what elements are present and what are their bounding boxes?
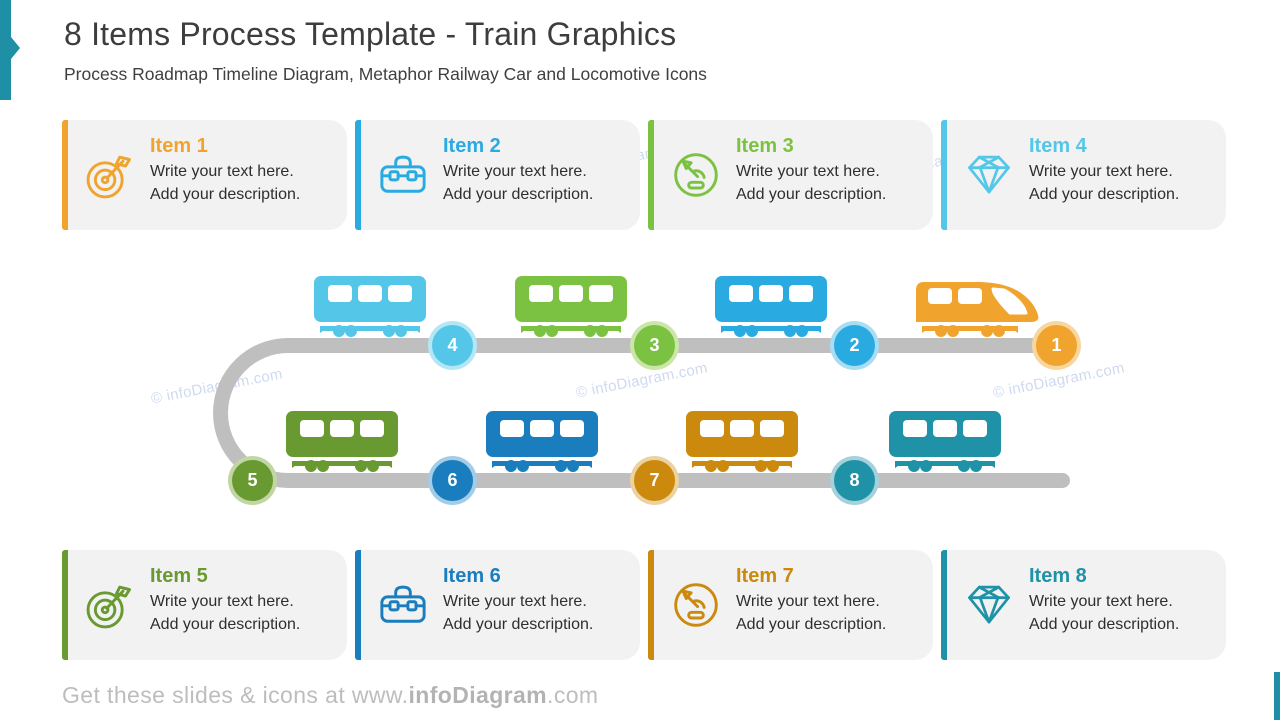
item-1-card: Item 1 Write your text here. Add your de… [62, 120, 347, 230]
item-title: Item 1 [150, 135, 208, 157]
card-accent-bar [941, 120, 947, 230]
bottom-cards-row: Item 5 Write your text here. Add your de… [62, 550, 1226, 660]
item-text-line: Add your description. [736, 185, 887, 203]
railway-car-7 [685, 411, 799, 473]
item-title: Item 7 [736, 565, 794, 587]
item-title: Item 3 [736, 135, 794, 157]
page-title: 8 Items Process Template - Train Graphic… [64, 16, 677, 52]
item-text-line: Write your text here. [150, 593, 294, 610]
railway-track-end [1050, 473, 1070, 488]
railway-car-2 [714, 276, 828, 338]
station-8-badge: 8 [834, 460, 875, 501]
footer-prefix: Get these slides & icons at www. [62, 682, 409, 708]
item-text-line: Write your text here. [1029, 593, 1173, 610]
item-text-line: Add your description. [736, 615, 887, 633]
item-title: Item 5 [150, 565, 208, 587]
speedometer-icon [670, 149, 722, 201]
card-accent-bar [648, 120, 654, 230]
item-text-line: Write your text here. [1029, 163, 1173, 180]
toolbox-icon [377, 579, 429, 631]
railway-car-4 [313, 276, 427, 338]
item-3-card: Item 3 Write your text here. Add your de… [648, 120, 933, 230]
page-subtitle: Process Roadmap Timeline Diagram, Metaph… [64, 64, 707, 84]
locomotive-1 [915, 276, 1041, 338]
corner-accent-bar [1274, 672, 1280, 720]
footer-suffix: .com [547, 682, 599, 708]
station-1-badge: 1 [1036, 325, 1077, 366]
target-arrow-icon [84, 149, 136, 201]
item-2-card: Item 2 Write your text here. Add your de… [355, 120, 640, 230]
item-title: Item 2 [443, 135, 501, 157]
item-text-line: Add your description. [150, 615, 301, 633]
footer-promo-link[interactable]: Get these slides & icons at www.infoDiag… [62, 682, 599, 709]
item-text-line: Write your text here. [443, 593, 587, 610]
diamond-icon [963, 149, 1015, 201]
item-6-card: Item 6 Write your text here. Add your de… [355, 550, 640, 660]
toolbox-icon [377, 149, 429, 201]
station-5-badge: 5 [232, 460, 273, 501]
card-accent-bar [62, 120, 68, 230]
speedometer-icon [670, 579, 722, 631]
item-text-line: Add your description. [443, 185, 594, 203]
railway-car-3 [514, 276, 628, 338]
item-text-line: Add your description. [443, 615, 594, 633]
item-text-line: Add your description. [150, 185, 301, 203]
item-7-card: Item 7 Write your text here. Add your de… [648, 550, 933, 660]
item-title: Item 8 [1029, 565, 1087, 587]
target-arrow-icon [84, 579, 136, 631]
item-text-line: Add your description. [1029, 615, 1180, 633]
railway-car-5 [285, 411, 399, 473]
station-4-badge: 4 [432, 325, 473, 366]
item-text-line: Write your text here. [736, 593, 880, 610]
train-track-diagram: © infoDiagram.com © infoDiagram.com © in… [0, 250, 1280, 530]
diamond-icon [963, 579, 1015, 631]
station-2-badge: 2 [834, 325, 875, 366]
card-accent-bar [355, 120, 361, 230]
item-text-line: Write your text here. [150, 163, 294, 180]
item-text-line: Write your text here. [736, 163, 880, 180]
station-6-badge: 6 [432, 460, 473, 501]
title-accent-bar [0, 0, 11, 100]
item-text-line: Add your description. [1029, 185, 1180, 203]
card-accent-bar [62, 550, 68, 660]
item-4-card: Item 4 Write your text here. Add your de… [941, 120, 1226, 230]
item-text-line: Write your text here. [443, 163, 587, 180]
card-accent-bar [355, 550, 361, 660]
item-title: Item 6 [443, 565, 501, 587]
footer-brand: infoDiagram [408, 682, 548, 708]
chevron-right-icon [11, 37, 20, 59]
station-3-badge: 3 [634, 325, 675, 366]
item-5-card: Item 5 Write your text here. Add your de… [62, 550, 347, 660]
card-accent-bar [941, 550, 947, 660]
station-7-badge: 7 [634, 460, 675, 501]
item-title: Item 4 [1029, 135, 1087, 157]
railway-car-8 [888, 411, 1002, 473]
item-8-card: Item 8 Write your text here. Add your de… [941, 550, 1226, 660]
card-accent-bar [648, 550, 654, 660]
railway-car-6 [485, 411, 599, 473]
top-cards-row: Item 1 Write your text here. Add your de… [62, 120, 1226, 230]
